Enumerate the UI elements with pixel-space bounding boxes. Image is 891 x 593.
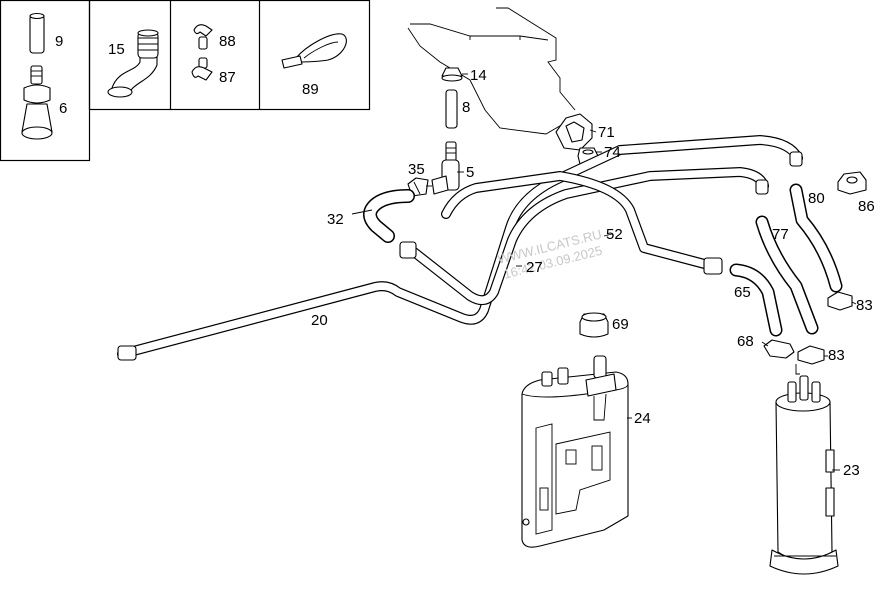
callout-86[interactable]: 86: [858, 198, 875, 215]
callout-69[interactable]: 69: [612, 316, 629, 333]
callout-15[interactable]: 15: [108, 41, 125, 58]
callout-9[interactable]: 9: [55, 33, 63, 50]
callout-68[interactable]: 68: [737, 333, 754, 350]
callout-24[interactable]: 24: [634, 410, 651, 427]
part-86-grommet[interactable]: [837, 171, 867, 195]
part-5-angle-valve[interactable]: [431, 141, 460, 195]
callout-65[interactable]: 65: [734, 284, 751, 301]
callout-35[interactable]: 35: [408, 161, 425, 178]
part-9-sleeve[interactable]: [29, 12, 45, 54]
callout-88[interactable]: 88: [219, 33, 236, 50]
part-15-elbow-hose[interactable]: [107, 29, 159, 98]
callout-5[interactable]: 5: [466, 164, 474, 181]
part-87-clip[interactable]: [191, 57, 213, 81]
part-24-charcoal-canister[interactable]: [521, 355, 629, 548]
fuel-tank-outline: [407, 7, 576, 135]
callout-8[interactable]: 8: [462, 99, 470, 116]
callout-27[interactable]: 27: [526, 259, 543, 276]
callout-87[interactable]: 87: [219, 69, 236, 86]
part-88-clip[interactable]: [193, 24, 213, 50]
callout-14[interactable]: 14: [470, 67, 487, 84]
part-83-clamp-upper[interactable]: [827, 291, 853, 311]
part-6-valve[interactable]: [21, 65, 53, 140]
vent-hoses: [117, 135, 843, 361]
callout-89[interactable]: 89: [302, 81, 319, 98]
callout-77[interactable]: 77: [772, 226, 789, 243]
callout-74[interactable]: 74: [604, 144, 621, 161]
part-14-cap[interactable]: [441, 67, 463, 82]
part-71-bracket[interactable]: [555, 113, 593, 151]
callout-20[interactable]: 20: [311, 312, 328, 329]
part-68-clamp[interactable]: [763, 339, 795, 359]
part-89-cable-tie[interactable]: [281, 33, 347, 69]
part-23-carbon-filter[interactable]: [769, 375, 839, 575]
leader-lines: [351, 73, 857, 471]
inset-boxes: [0, 0, 371, 162]
callout-71[interactable]: 71: [598, 124, 615, 141]
callout-32[interactable]: 32: [327, 211, 344, 228]
callout-52[interactable]: 52: [606, 226, 623, 243]
callout-23[interactable]: 23: [843, 462, 860, 479]
callout-80[interactable]: 80: [808, 190, 825, 207]
callout-labels: 9 6 15 88 87 89 14 8 71 74 35 5 32 52 27…: [55, 33, 875, 479]
callout-83-upper[interactable]: 83: [856, 297, 873, 314]
part-83-clamp-lower[interactable]: [797, 345, 825, 365]
callout-6[interactable]: 6: [59, 100, 67, 117]
callout-83-lower[interactable]: 83: [828, 347, 845, 364]
part-8-tube[interactable]: [445, 89, 458, 129]
part-69-cap[interactable]: [579, 312, 609, 338]
